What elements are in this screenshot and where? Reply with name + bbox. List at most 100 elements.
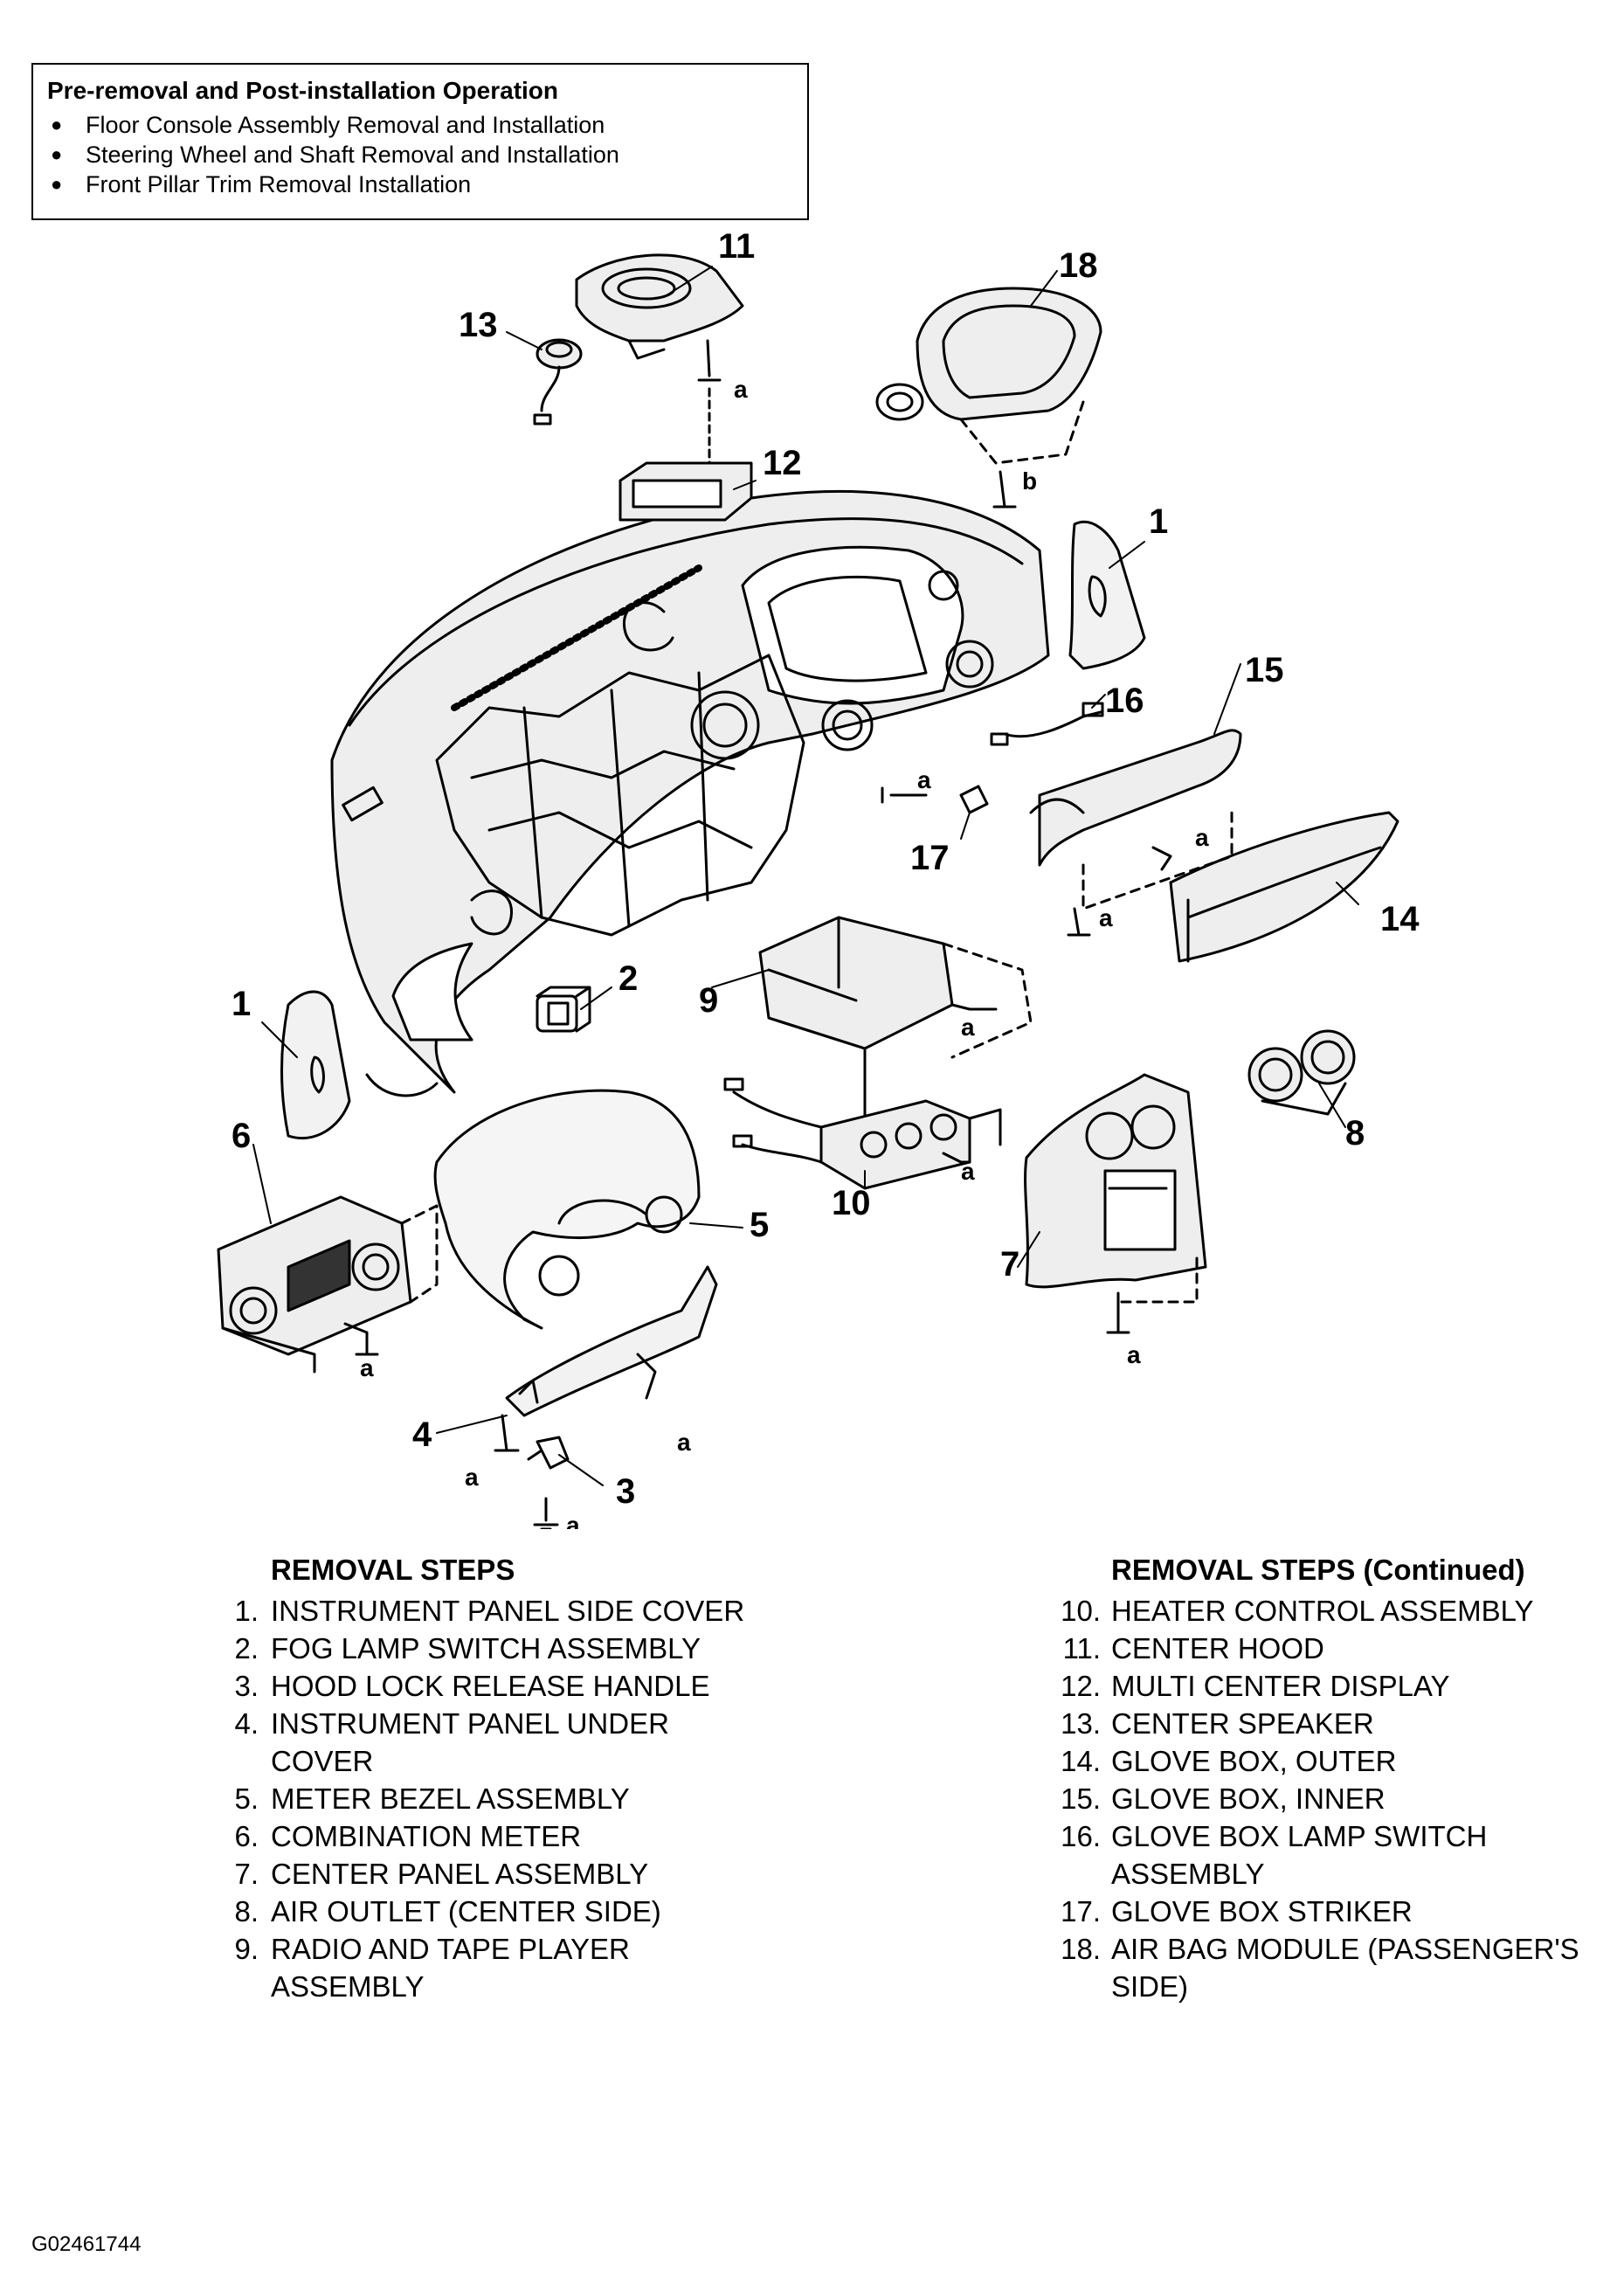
part-11-center-hood (575, 253, 744, 382)
step-number: 7. (234, 1858, 259, 1890)
pre-removal-title: Pre-removal and Post-installation Operat… (47, 77, 559, 104)
fastener-label-a: a (1099, 904, 1113, 931)
callout-5: 5 (750, 1206, 769, 1244)
callout-14: 14 (1380, 900, 1420, 938)
fastener-label-a: a (360, 1354, 374, 1381)
removal-step: 14. GLOVE BOX, OUTER (1053, 1742, 1612, 1780)
step-number: 10. (1061, 1595, 1101, 1627)
removal-step: 4. INSTRUMENT PANEL UNDER COVER (210, 1705, 769, 1780)
callout-10: 10 (832, 1184, 871, 1222)
leader-lines (252, 266, 1359, 1486)
part-2-fog-lamp-switch (536, 986, 591, 1033)
callout-18: 18 (1059, 246, 1098, 285)
step-text: MULTI CENTER DISPLAY (1111, 1670, 1450, 1702)
fastener-label-a: a (917, 766, 931, 793)
callout-6: 6 (232, 1117, 251, 1155)
step-number: 2. (234, 1632, 259, 1665)
fastener-label-a: a (961, 1014, 975, 1041)
step-text: HEATER CONTROL ASSEMBLY (1111, 1595, 1534, 1627)
step-number: 3. (234, 1670, 259, 1702)
part-1-side-cover-right (1068, 520, 1146, 670)
part-10-heater-control (723, 1077, 1002, 1190)
callout-1-left: 1 (232, 985, 251, 1023)
step-text: INSTRUMENT PANEL UNDER COVER (271, 1707, 669, 1777)
removal-step: 12.MULTI CENTER DISPLAY (1053, 1667, 1612, 1705)
callout-8: 8 (1345, 1114, 1365, 1152)
step-number: 14. (1061, 1745, 1101, 1777)
removal-step: 5.METER BEZEL ASSEMBLY (210, 1780, 769, 1817)
part-6-combination-meter (217, 1195, 439, 1374)
step-text: GLOVE BOX LAMP SWITCH ASSEMBLY (1111, 1820, 1488, 1890)
pre-removal-list: Floor Console Assembly Removal and Insta… (47, 110, 793, 199)
instrument-panel-main (330, 490, 1050, 1097)
fastener-label-b: b (1022, 467, 1037, 495)
callout-1-right: 1 (1149, 502, 1168, 541)
step-text: HOOD LOCK RELEASE HANDLE (271, 1670, 710, 1702)
removal-step: 7.CENTER PANEL ASSEMBLY (210, 1855, 769, 1893)
removal-steps-title: REMOVAL STEPS (271, 1554, 515, 1586)
pre-removal-item: Steering Wheel and Shaft Removal and Ins… (47, 140, 793, 170)
step-number: 4. (234, 1707, 259, 1740)
part-8-air-outlets (1247, 1029, 1356, 1116)
fastener-label-a: a (1195, 824, 1209, 851)
callout-4: 4 (412, 1415, 432, 1454)
step-text: AIR OUTLET (CENTER SIDE) (271, 1895, 661, 1928)
callout-16: 16 (1105, 682, 1144, 720)
callout-15: 15 (1245, 651, 1284, 689)
fastener-label-a: a (1127, 1341, 1141, 1368)
removal-step: 6. COMBINATION METER (210, 1817, 769, 1855)
removal-steps-continued: REMOVAL STEPS (Continued) 10. HEATER CONT… (1053, 1551, 1612, 2005)
removal-step: 2. FOG LAMP SWITCH ASSEMBLY (210, 1630, 769, 1667)
removal-step: 11. CENTER HOOD (1053, 1630, 1612, 1667)
callout-2: 2 (619, 959, 638, 998)
part-17-glove-box-striker (881, 785, 989, 814)
part-16-lamp-switch (990, 702, 1104, 746)
step-number: 16. (1061, 1820, 1101, 1852)
removal-steps: REMOVAL STEPS 1.INSTRUMENT PANEL SIDE CO… (210, 1551, 769, 2005)
step-text: FOG LAMP SWITCH ASSEMBLY (271, 1632, 701, 1665)
callout-12: 12 (763, 444, 802, 482)
figure-id: G02461744 (31, 2232, 142, 2256)
removal-step: 10. HEATER CONTROL ASSEMBLY (1053, 1592, 1612, 1630)
removal-step: 16. GLOVE BOX LAMP SWITCH ASSEMBLY (1053, 1817, 1612, 1893)
step-number: 1. (234, 1595, 259, 1627)
exploded-dashboard-diagram: 11 13 18 12 1 15 16 17 14 2 9 1 6 5 10 7… (217, 227, 1420, 1529)
pre-removal-box: Pre-removal and Post-installation Operat… (31, 63, 809, 220)
removal-steps-list: 1.INSTRUMENT PANEL SIDE COVER 2.FOG LAMP… (210, 1592, 769, 2005)
step-text: METER BEZEL ASSEMBLY (271, 1782, 630, 1815)
step-text: CENTER HOOD (1111, 1632, 1324, 1665)
step-number: 15. (1061, 1782, 1101, 1815)
step-text: GLOVE BOX, OUTER (1111, 1745, 1397, 1777)
removal-step: 3. HOOD LOCK RELEASE HANDLE (210, 1667, 769, 1705)
step-text: AIR BAG MODULE (PASSENGER'S SIDE) (1111, 1933, 1579, 2003)
callout-7: 7 (1000, 1245, 1019, 1284)
step-text: RADIO AND TAPE PLAYER ASSEMBLY (271, 1933, 630, 2003)
fastener-label-a: a (961, 1158, 975, 1185)
part-18-air-bag-module (875, 287, 1102, 509)
removal-steps-continued-title: REMOVAL STEPS (Continued) (1111, 1554, 1525, 1586)
part-5-meter-bezel (433, 1089, 701, 1330)
removal-steps-continued-list: 10. HEATER CONTROL ASSEMBLY 11. CENTER HOO… (1053, 1592, 1612, 2005)
callout-9: 9 (699, 981, 718, 1020)
removal-step: 15. GLOVE BOX, INNER (1053, 1780, 1612, 1817)
pre-removal-item: Front Pillar Trim Removal Installation (47, 170, 793, 199)
part-3-hood-lock-handle (527, 1436, 570, 1529)
step-number: 13. (1061, 1707, 1101, 1740)
part-7-center-panel (1024, 1073, 1207, 1334)
step-text: COMBINATION METER (271, 1820, 582, 1852)
step-number: 18. (1061, 1933, 1101, 1965)
callout-13: 13 (459, 306, 498, 344)
step-number: 11. (1062, 1632, 1101, 1665)
fastener-label-a: a (677, 1429, 691, 1456)
step-number: 6. (234, 1820, 259, 1852)
step-number: 17. (1061, 1895, 1101, 1928)
fastener-label-a: a (465, 1464, 479, 1491)
removal-step: 17. GLOVE BOX STRIKER (1053, 1893, 1612, 1930)
part-15-glove-box-inner (1029, 729, 1242, 937)
part-4-under-cover (494, 1265, 718, 1452)
callout-17: 17 (910, 839, 950, 877)
part-9-radio-tape-player (758, 916, 1033, 1120)
step-number: 9. (234, 1933, 259, 1965)
step-text: GLOVE BOX STRIKER (1111, 1895, 1413, 1928)
step-text: GLOVE BOX, INNER (1111, 1782, 1386, 1815)
